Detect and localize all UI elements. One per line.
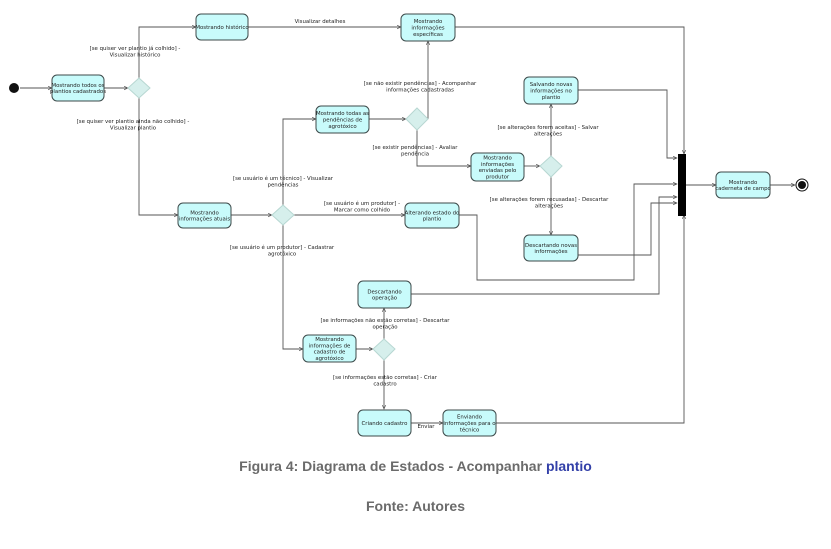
guard-tecnico: pendências — [268, 182, 299, 189]
state-label-line: pendências de — [323, 117, 363, 124]
state-label-line: Mostrando — [483, 155, 512, 161]
guard-enviar: Enviar — [417, 424, 435, 430]
initial-node — [9, 83, 19, 93]
state-label-line: operação — [372, 296, 397, 302]
state-label-line: informações — [481, 162, 514, 168]
state-label-line: agrotóxico — [315, 355, 343, 362]
state-label-line: cadastro de — [314, 350, 346, 356]
edge-descartando-op-fork — [411, 197, 677, 295]
state-label-line: informações — [534, 249, 567, 255]
edge-enviando-fork — [496, 215, 684, 424]
guard-sem-pend: [se não existir pendências] - Acompanhar — [364, 80, 477, 87]
guard-corretas: cadastro — [373, 382, 396, 388]
guard-produtor-cad: [se usuário é um produtor] - Cadastrar — [230, 244, 335, 251]
guard-incorretas: operação — [372, 325, 397, 331]
guard-nao-colhido: [se quiser ver plantio ainda não colhido… — [77, 119, 190, 125]
state-label-line: Descartando novas — [525, 243, 577, 249]
state-label-line: Descartando — [367, 289, 401, 295]
decision-plantio-colhido — [127, 77, 151, 99]
guard-recusadas: alterações — [535, 204, 563, 210]
guard-aceitas: alterações — [534, 132, 562, 138]
join-bar — [678, 154, 686, 216]
state-label-line: informações de — [309, 343, 351, 349]
state-label-line: agrotóxico — [328, 123, 356, 130]
state-label-line: técnico — [460, 426, 480, 433]
edge-descartando-fork — [578, 203, 677, 256]
transitions — [20, 27, 795, 423]
guard-visualizar: Visualizar detalhes — [295, 19, 346, 25]
state-label-line: Salvando novas — [530, 82, 573, 88]
state-label-line: plantios cadastrados — [50, 89, 106, 95]
guard-incorretas: [se informações não estão corretas] - De… — [320, 318, 450, 324]
guard-recusadas: [se alterações forem recusadas] - Descar… — [490, 197, 609, 203]
guard-produtor-colhido: [se usuário é um produtor] - — [324, 200, 400, 207]
guard-produtor-cad: agrotóxico — [268, 251, 296, 258]
state-label-line: Mostrando todas as — [316, 111, 369, 117]
state-label-line: específicas — [413, 31, 443, 38]
guard-produtor-colhido: Marcar como colhido — [334, 208, 390, 214]
edge-to-cadastro — [282, 225, 303, 349]
state-label-line: informações para o — [443, 421, 495, 427]
guard-tecnico: [se usuário é um técnico] - Visualizar — [233, 175, 334, 182]
edge-alterando-fork — [459, 184, 677, 281]
edge-to-pendencias — [282, 119, 316, 205]
state-label-line: Enviando — [457, 415, 482, 421]
final-node-core — [798, 181, 806, 189]
figure-caption: Figura 4: Diagrama de Estados - Acompanh… — [0, 458, 831, 474]
state-label-line: Alterando estado do — [405, 210, 460, 216]
state-label-line: plantio — [423, 217, 442, 223]
decision-pendencias — [405, 107, 429, 131]
guard-com-pend: [se existir pendências] - Avaliar — [373, 144, 459, 151]
guard-colhido: [se quiser ver plantio já colhido] - — [90, 45, 181, 52]
state-label-line: Mostrando histórico — [195, 24, 248, 31]
guard-corretas: [se informações estão corretas] - Criar — [333, 375, 438, 381]
edge-to-historico — [138, 27, 196, 78]
state-label-line: Mostrando — [414, 19, 443, 25]
state-label-line: enviadas pelo — [479, 168, 517, 174]
edge-especificas-fork — [455, 26, 684, 154]
state-label-line: Mostrando — [315, 337, 344, 343]
state-criando: Criando cadastro — [357, 409, 412, 437]
state-label-line: caderneta de campo — [715, 186, 771, 192]
state-label-line: produtor — [486, 175, 510, 181]
state-label-line: Mostrando todos os — [51, 83, 104, 89]
guard-colhido: Visualizar histórico — [110, 52, 161, 59]
figure-caption-text: Figura 4: Diagrama de Estados - Acompanh… — [239, 458, 546, 474]
edge-to-atuais — [138, 98, 178, 215]
state-label-line: Mostrando — [190, 210, 219, 216]
decision-alteracoes — [539, 155, 563, 178]
guard-nao-colhido: Visualizar plantio — [110, 126, 156, 132]
decision-informacoes-corretas — [372, 338, 396, 361]
guard-aceitas: [se alterações forem aceitas] - Salvar — [497, 125, 599, 131]
guard-sem-pend: informações cadastradas — [386, 88, 454, 94]
edge-to-enviadas — [416, 130, 471, 166]
state-label-line: plantio — [542, 95, 561, 101]
state-label-line: Mostrando — [729, 180, 758, 186]
guard-com-pend: pendência — [401, 151, 429, 158]
guard-labels: Visualizar detalhes [se quiser ver planti… — [77, 19, 609, 430]
source-caption: Fonte: Autores — [365, 498, 466, 514]
decision-tipo-usuario — [271, 204, 295, 226]
figure-caption-link[interactable]: plantio — [545, 458, 592, 474]
state-label-line: informações — [411, 26, 444, 32]
state-label-line: Criando cadastro — [362, 421, 408, 427]
state-label-line: informações no — [530, 89, 572, 95]
state-historico: Mostrando histórico — [195, 13, 249, 41]
state-label-line: informações atuais — [179, 217, 231, 223]
edge-salvando-fork — [578, 89, 677, 158]
